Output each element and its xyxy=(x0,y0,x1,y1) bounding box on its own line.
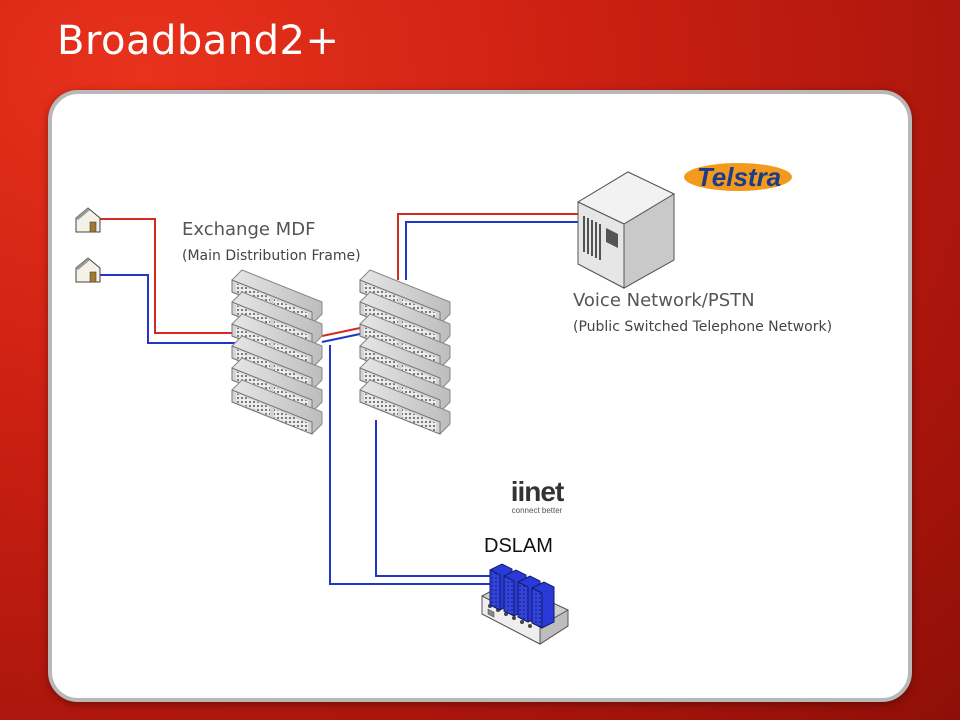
iinet-logo-text: iinet xyxy=(510,476,565,507)
voice-network-label: Voice Network/PSTN xyxy=(573,290,755,311)
exchange-mdf-sublabel: (Main Distribution Frame) xyxy=(182,248,361,264)
dslam-label: DSLAM xyxy=(484,535,553,557)
house-icon xyxy=(75,207,101,233)
telstra-logo: Telstra xyxy=(680,160,798,194)
pstn-server-icon xyxy=(576,171,676,289)
dslam-icon xyxy=(481,563,569,645)
voice-network-sublabel: (Public Switched Telephone Network) xyxy=(573,319,833,335)
house-icon xyxy=(75,257,101,283)
mdf-to-pstn-red xyxy=(397,213,592,280)
iinet-logo-tagline: connect better xyxy=(511,506,563,515)
cross-connect-blue xyxy=(321,333,361,343)
mdf-rack-icon xyxy=(359,269,451,435)
mdf-rack-icon xyxy=(231,269,323,435)
telstra-logo-text: Telstra xyxy=(696,162,782,192)
house2-wire xyxy=(100,274,240,344)
mdf-to-dslam-blue-2 xyxy=(375,420,495,577)
slide-title: Broadband2+ xyxy=(57,18,340,64)
mdf-to-dslam-blue-1 xyxy=(329,345,495,585)
iinet-logo: iinet connect better xyxy=(502,478,572,518)
cross-connect-red xyxy=(321,327,361,337)
wires xyxy=(100,213,598,585)
house1-voice-wire xyxy=(100,218,240,334)
mdf-to-pstn-blue xyxy=(405,221,598,280)
telstra-logo-ring xyxy=(684,163,792,191)
exchange-mdf-label: Exchange MDF xyxy=(182,219,316,240)
